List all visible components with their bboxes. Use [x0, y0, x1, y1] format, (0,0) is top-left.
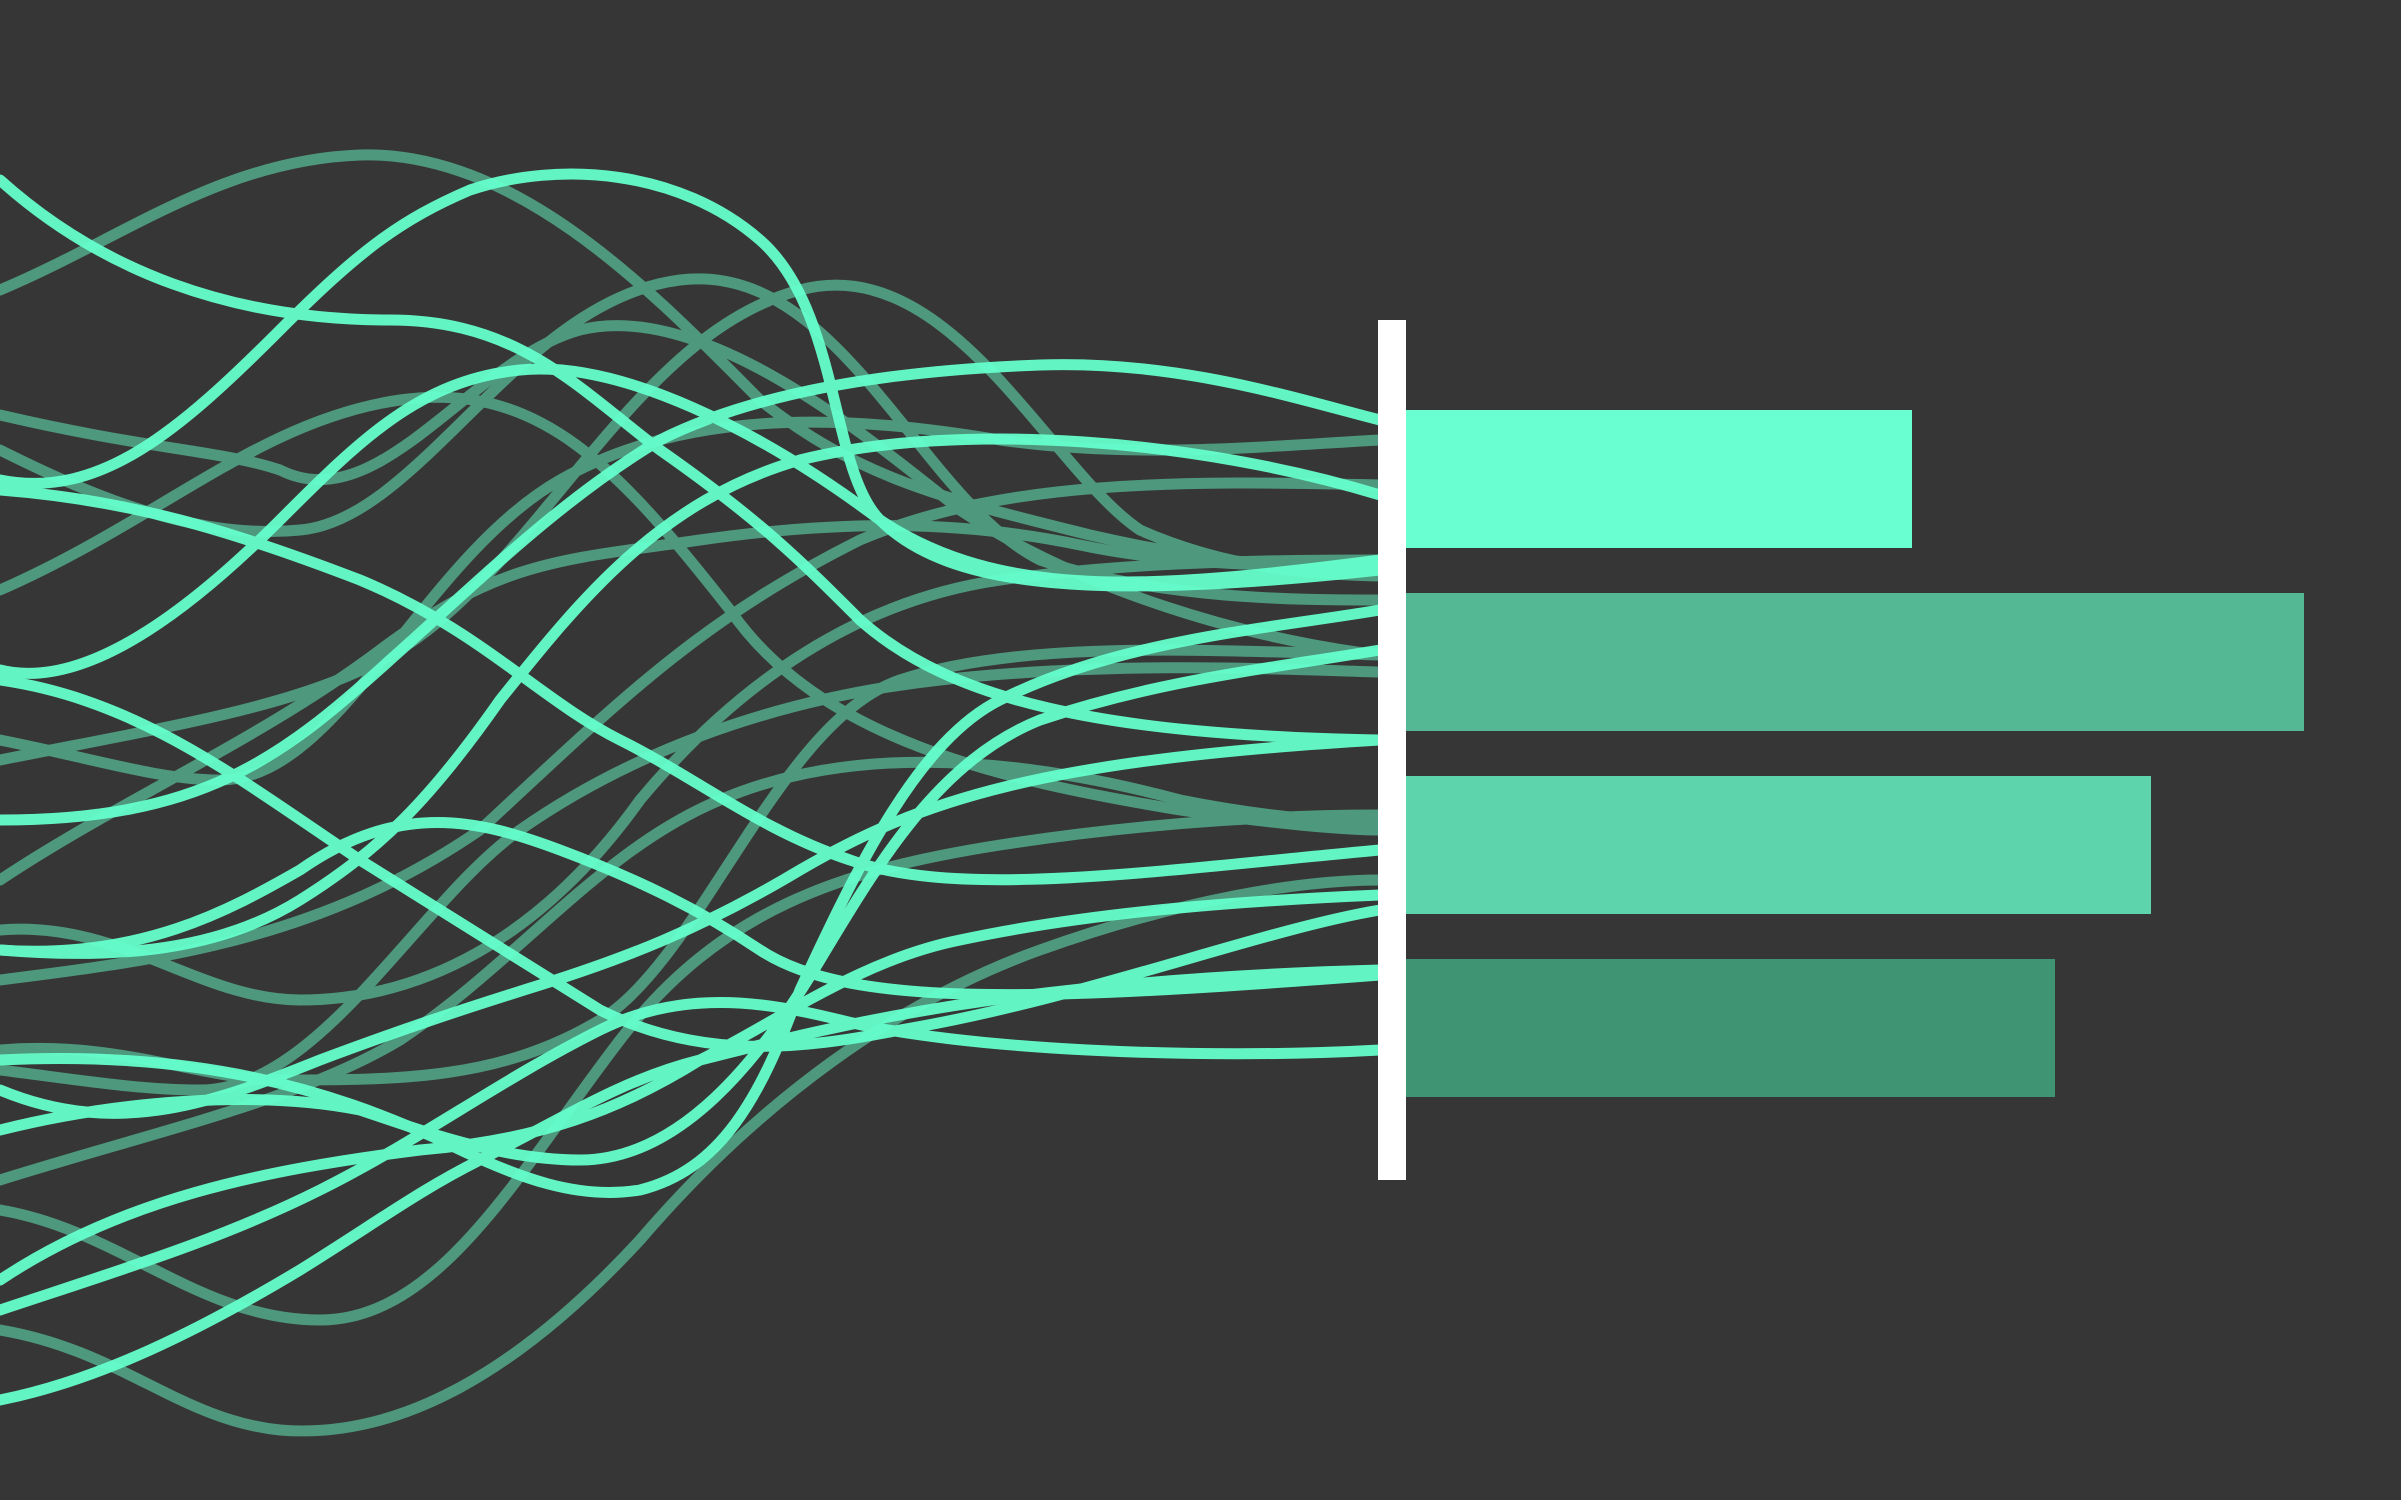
bar-group — [1406, 410, 2304, 1097]
flow-curve — [0, 889, 1386, 1286]
flow-curve — [0, 520, 1386, 886]
flow-curve — [0, 674, 1386, 1052]
flow-curve — [0, 359, 1386, 826]
flow-curve — [0, 817, 1386, 1001]
flow-curve — [0, 644, 1386, 1166]
bright-curves — [0, 168, 1386, 1406]
bar-4 — [1406, 959, 2055, 1097]
flow-curve — [0, 149, 1386, 578]
flow-curve — [0, 554, 1386, 1006]
bar-1 — [1406, 410, 1912, 548]
bar-2 — [1406, 593, 2304, 731]
bar-3 — [1406, 776, 2151, 914]
flow-curve — [0, 484, 1386, 886]
flow-curve — [0, 433, 1386, 959]
flow-curve — [0, 174, 1386, 746]
flow-curves — [0, 149, 1386, 1437]
flow-curve — [0, 168, 1386, 592]
flow-curve — [0, 809, 1386, 1326]
flow-curve — [0, 477, 1386, 986]
flow-curve — [0, 997, 1386, 1316]
flow-curve — [0, 391, 1386, 836]
flow-curve — [0, 662, 1386, 1096]
flow-curve — [0, 363, 1386, 679]
divider-line — [1378, 320, 1406, 1180]
